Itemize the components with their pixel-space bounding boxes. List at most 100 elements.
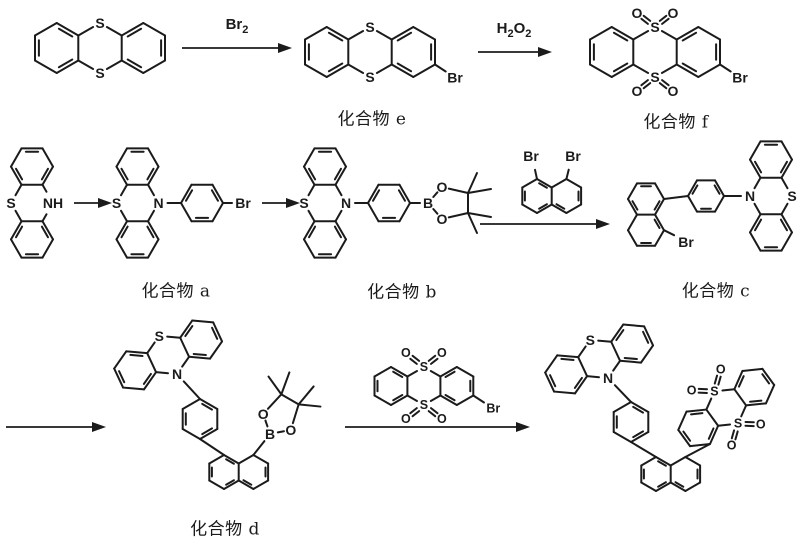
pinacol-boronate-ester: OO	[258, 371, 322, 438]
structure-naphthalene	[208, 454, 270, 490]
bond-line	[669, 481, 687, 492]
bond-line	[691, 184, 699, 195]
bond-line	[707, 427, 715, 440]
bond-line	[536, 178, 553, 189]
bond-line	[427, 354, 437, 362]
bond-line	[705, 408, 720, 427]
bond-line	[439, 394, 458, 406]
bond-line	[412, 63, 436, 78]
label-compound-f: 化合物 f	[643, 112, 709, 133]
bond-line	[147, 147, 160, 168]
bond-line	[367, 202, 380, 223]
bond-line	[398, 202, 411, 223]
bond-line	[684, 481, 702, 492]
bond-line	[398, 183, 411, 204]
reagent-h2o2-o: O	[513, 20, 526, 37]
bond-line	[307, 209, 316, 223]
bond-line	[142, 372, 152, 385]
bond-line	[681, 62, 698, 73]
bond-line	[225, 458, 235, 465]
bond-line	[677, 428, 692, 448]
bond-line	[685, 408, 708, 413]
bond-line	[663, 229, 676, 237]
reaction-arrow-coupling-2a	[6, 422, 106, 432]
bond-line	[432, 191, 439, 198]
bond-line	[267, 375, 283, 396]
pinacol-boronate-ester: OO	[432, 172, 492, 234]
bond-line	[623, 356, 638, 361]
bond-line	[610, 340, 622, 362]
label-compound-a: 化合物 a	[141, 281, 211, 302]
bond-line	[185, 189, 194, 202]
o-atom-label: O	[632, 5, 643, 21]
bond-line	[333, 225, 342, 239]
bond-line	[120, 22, 145, 37]
bond-line	[455, 394, 475, 406]
bond-line	[550, 178, 568, 189]
bond-line	[684, 456, 702, 467]
bond-line	[429, 394, 442, 402]
bond-line	[211, 202, 224, 223]
bond-line	[630, 441, 657, 458]
n-atom-label: N	[603, 370, 613, 386]
bond-line	[432, 208, 439, 215]
arrow-head	[596, 219, 610, 229]
bond-line	[687, 195, 698, 213]
bond-line	[764, 384, 776, 405]
bond-line	[297, 403, 322, 408]
b-atom-label: B	[265, 426, 275, 442]
bond-line	[146, 225, 155, 239]
bond-line	[639, 344, 655, 364]
bond-line	[674, 481, 685, 488]
o-atom-label: O	[632, 83, 643, 99]
o-atom-label: O	[668, 5, 679, 21]
nh-atom-label: NH	[43, 195, 63, 211]
phenylene-ring	[367, 183, 411, 223]
bond-line	[242, 479, 253, 486]
bond-line	[573, 376, 583, 389]
bond-line	[347, 30, 365, 41]
bond-line	[675, 26, 700, 41]
bond-line	[327, 62, 344, 73]
bond-line	[201, 402, 213, 411]
bond-line	[427, 410, 437, 418]
o-atom-label: O	[401, 346, 411, 360]
bond-line	[115, 238, 128, 259]
s-atom-label: S	[365, 69, 374, 85]
bond-line	[266, 393, 283, 410]
structure-thianthrene-start: SS	[34, 15, 166, 81]
bond-line	[544, 354, 559, 374]
label-compound-e: 化合物 e	[337, 109, 407, 130]
br-atom-label: Br	[486, 402, 500, 416]
s-atom-label: S	[734, 417, 742, 431]
bond-line	[713, 374, 719, 385]
bond-line	[308, 225, 317, 239]
bond-line	[713, 184, 721, 195]
bond-line	[333, 167, 342, 181]
bond-line	[126, 58, 143, 69]
bond-line	[307, 183, 316, 197]
bond-line	[182, 380, 201, 400]
bond-line	[199, 398, 219, 410]
structure-phenothiazine-unit: SN	[745, 140, 797, 252]
bond-line	[308, 167, 317, 181]
bond-line	[574, 375, 589, 395]
bond-line	[147, 209, 155, 223]
bond-line	[303, 165, 316, 186]
bond-line	[276, 430, 285, 434]
bond-line	[467, 212, 492, 218]
bond-line	[697, 26, 721, 41]
bond-line	[761, 367, 776, 387]
bond-line	[223, 454, 240, 465]
bond-line	[55, 22, 80, 37]
bond-line	[166, 335, 182, 339]
bond-line	[142, 22, 166, 37]
bond-line	[744, 420, 755, 424]
bond-line	[589, 63, 613, 78]
bond-line	[447, 212, 469, 219]
